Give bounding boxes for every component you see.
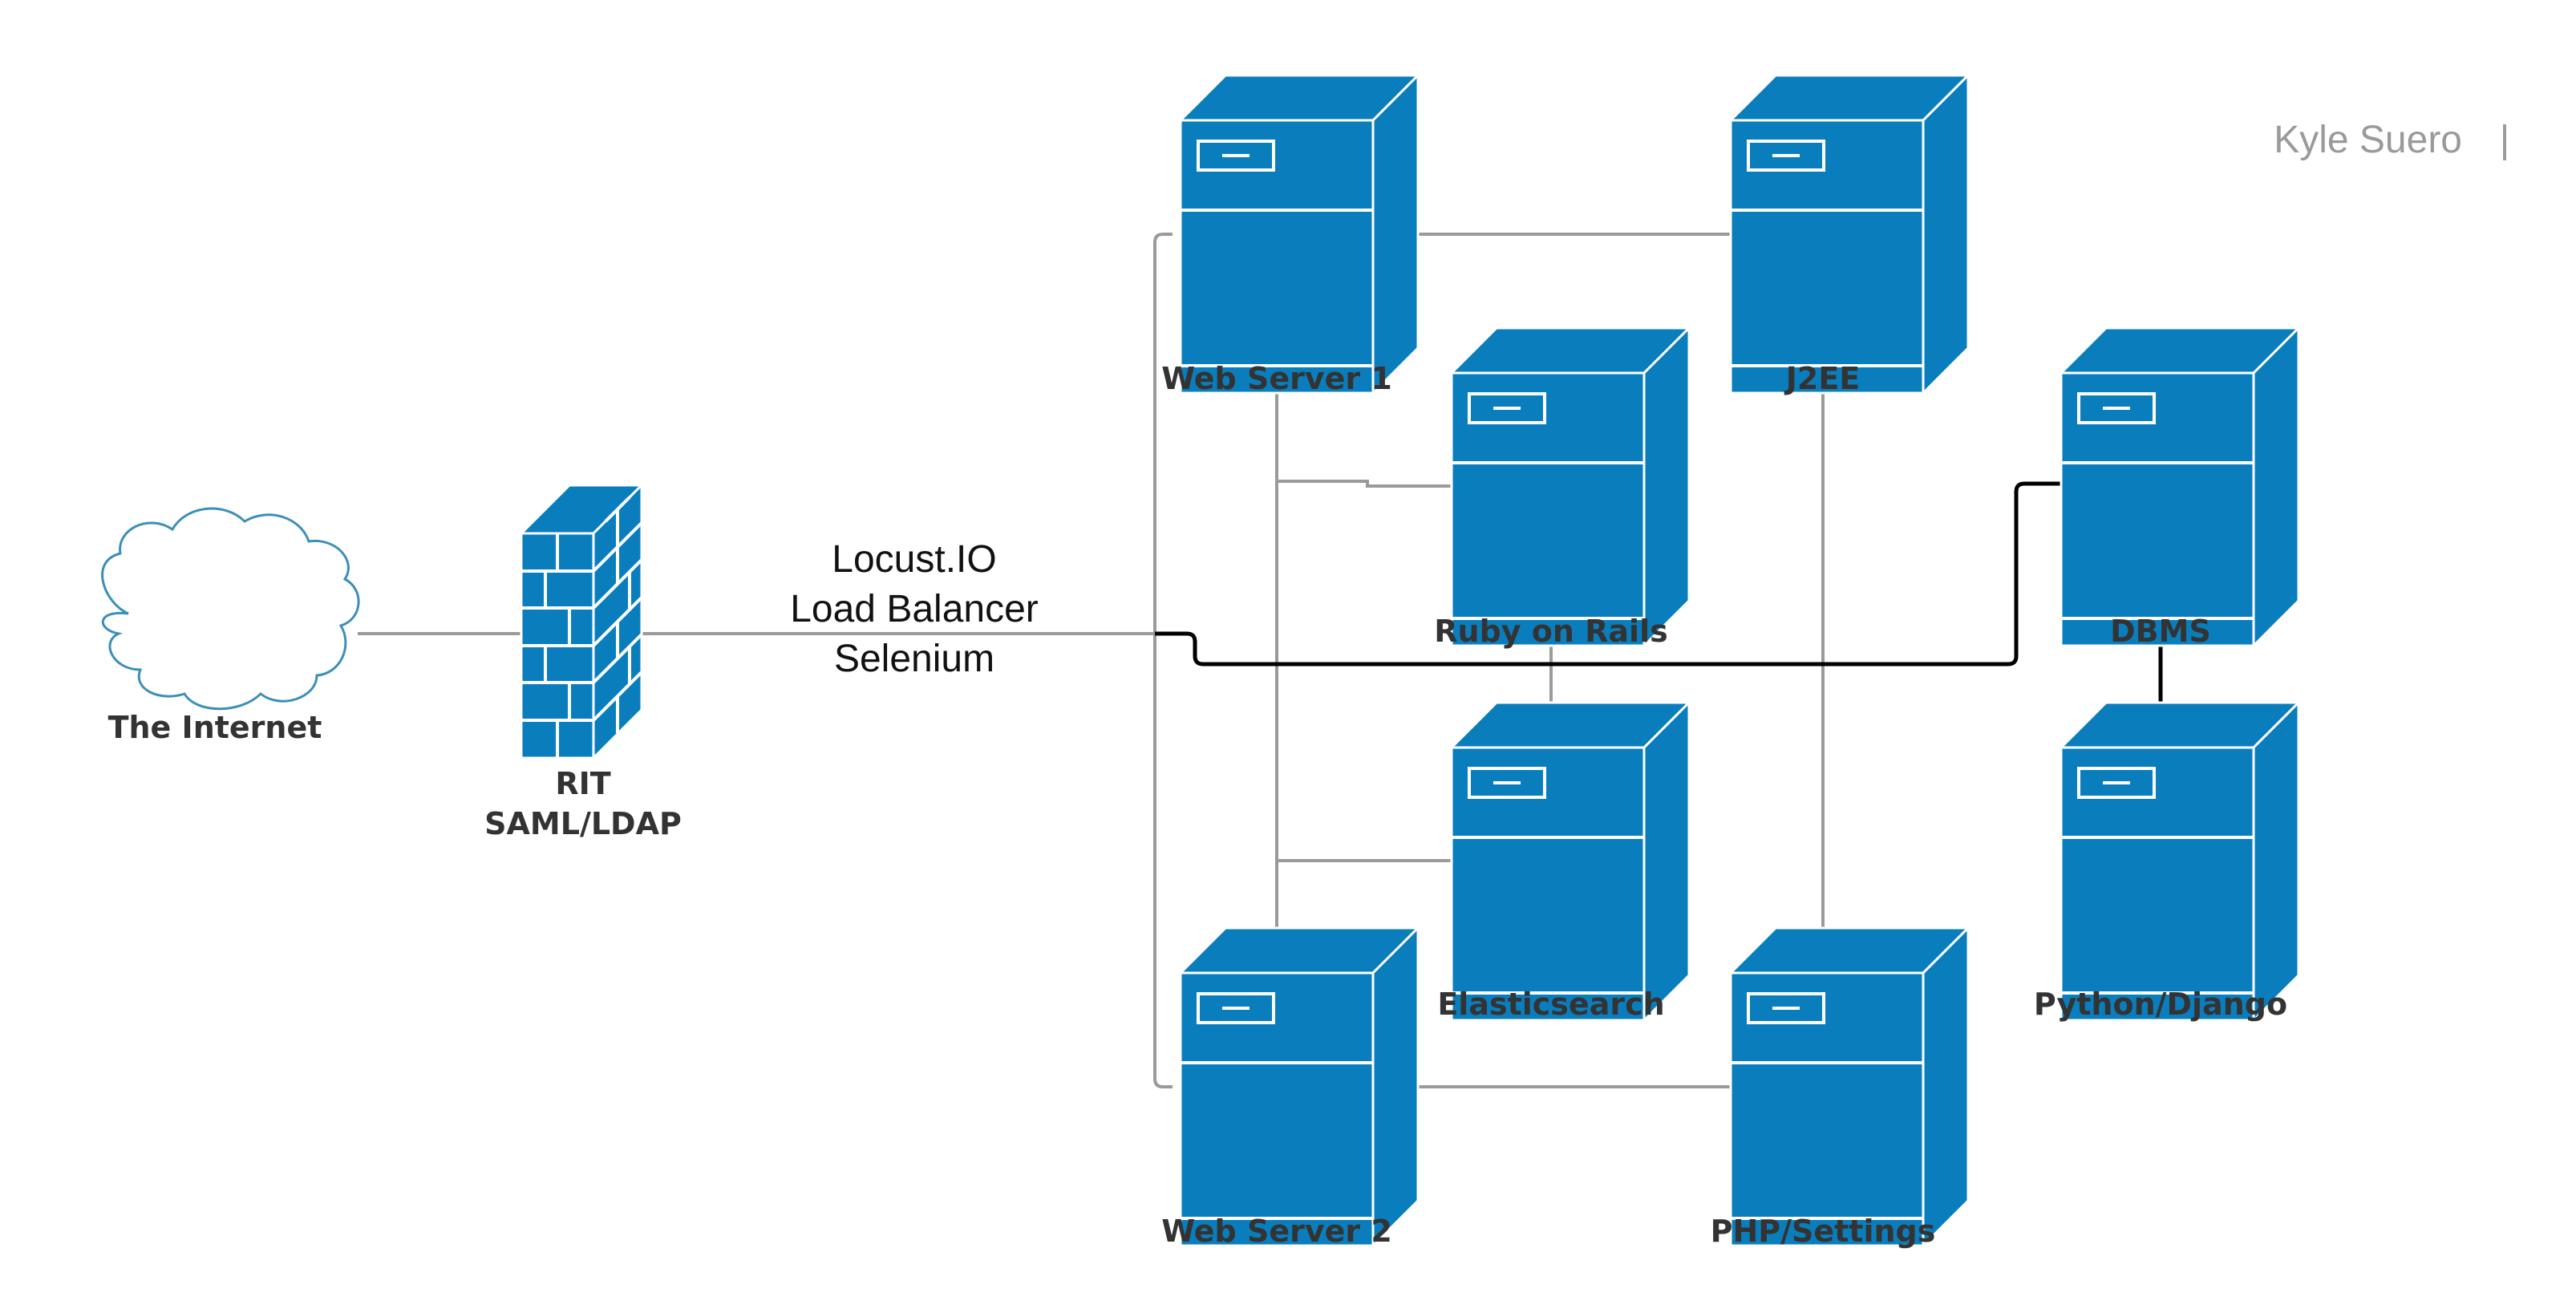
server-j2ee: J2EE: [1729, 74, 1970, 396]
author-name: Kyle Suero: [2274, 119, 2462, 161]
load-balancer-line2: Load Balancer: [790, 588, 1039, 630]
server-icon: [1729, 926, 1970, 1247]
cloud-icon: [101, 507, 360, 711]
connector-bus-ruby: [1277, 480, 1452, 488]
j2ee-label: J2EE: [1784, 361, 1861, 396]
ruby-on-rails-label: Ruby on Rails: [1434, 614, 1667, 649]
server-icon: [1179, 74, 1420, 395]
load-balancer-text: Locust.IO Load Balancer Selenium: [790, 538, 1039, 680]
server-ruby-on-rails: Ruby on Rails: [1434, 326, 1691, 649]
server-python-django: Python/Django: [2034, 701, 2300, 1022]
server-web-server-2: Web Server 2: [1161, 926, 1420, 1249]
server-dbms: DBMS: [2060, 326, 2300, 649]
firewall-label-line1: RIT: [555, 766, 610, 801]
server-icon: [1179, 926, 1420, 1247]
connectors: [358, 233, 1825, 1088]
author-separator: |: [2500, 119, 2509, 161]
server-icon: [2060, 326, 2300, 647]
db-links: [1155, 481, 2163, 702]
server-elasticsearch: Elasticsearch: [1437, 701, 1691, 1022]
dbms-label: DBMS: [2110, 614, 2211, 649]
internet-label: The Internet: [108, 710, 322, 745]
firewall-icon: [518, 482, 645, 761]
server-icon: [1450, 701, 1691, 1022]
internet-node: The Internet: [101, 507, 360, 745]
firewall-node: RIT SAML/LDAP: [484, 482, 682, 841]
server-icon: [2060, 701, 2300, 1022]
python-django-label: Python/Django: [2034, 987, 2287, 1022]
elasticsearch-label: Elasticsearch: [1437, 987, 1664, 1022]
server-web-server-1: Web Server 1: [1161, 74, 1420, 396]
balancer-bracket: [1153, 233, 1173, 1088]
load-balancer-line1: Locust.IO: [832, 538, 996, 581]
author-credit: Kyle Suero |: [2274, 119, 2509, 161]
server-php-settings: PHP/Settings: [1711, 926, 1970, 1249]
web-server-1-label: Web Server 1: [1161, 361, 1392, 396]
web-server-2-label: Web Server 2: [1161, 1214, 1392, 1249]
server-icon: [1729, 74, 1970, 395]
php-settings-label: PHP/Settings: [1711, 1214, 1936, 1249]
connector-balancer-dbms: [1155, 481, 2061, 667]
load-balancer-line3: Selenium: [834, 638, 994, 680]
firewall-label-line2: SAML/LDAP: [484, 806, 682, 841]
server-icon: [1450, 326, 1691, 647]
